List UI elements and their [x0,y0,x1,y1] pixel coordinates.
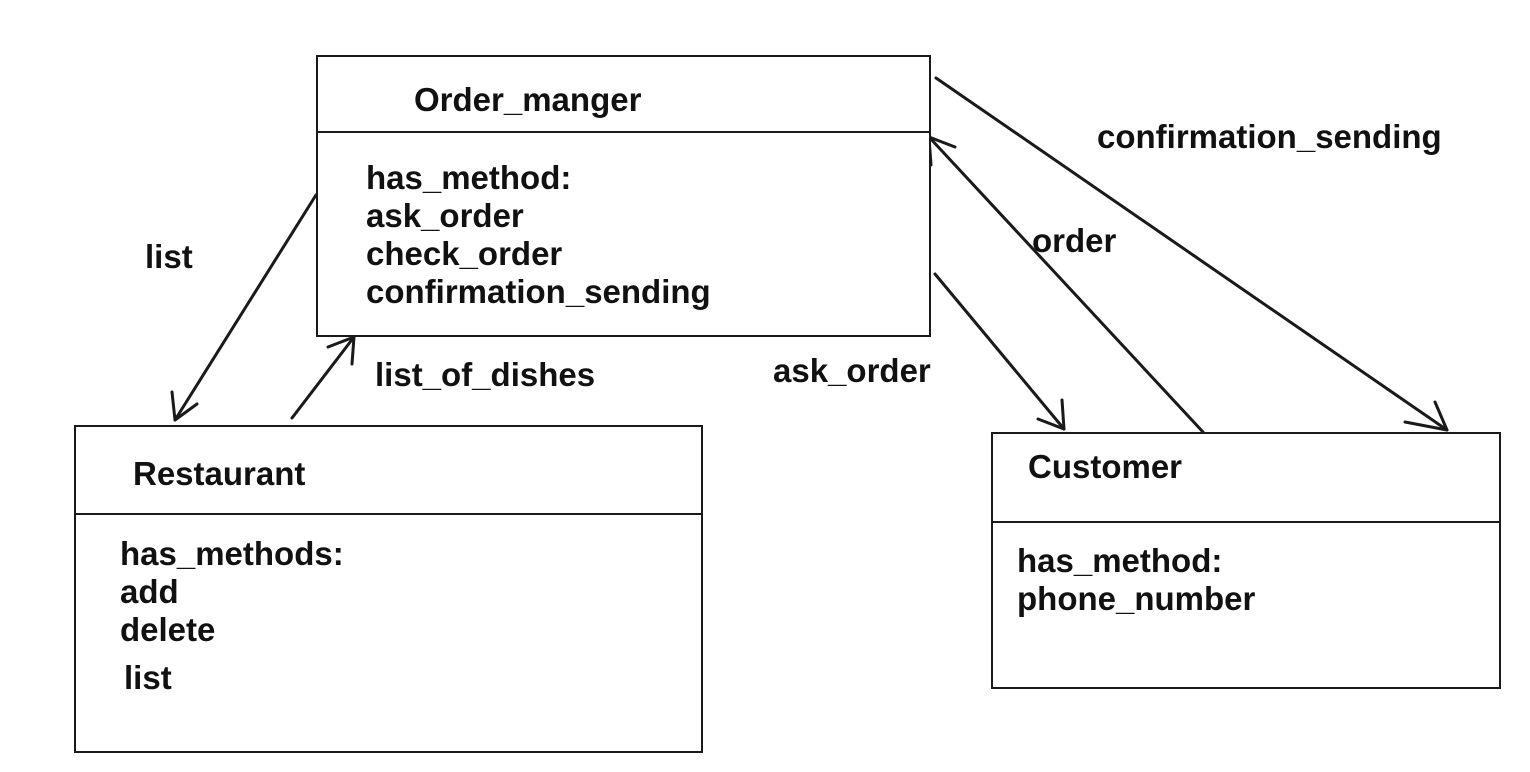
class-divider [76,513,701,515]
class-divider [318,131,929,133]
class-divider [993,521,1499,523]
arrow-list [170,193,318,422]
class-box-order-manager[interactable]: Order_manger has_method: ask_order check… [316,55,931,337]
method-item: delete [120,611,216,648]
edge-label-confirmation-sending: confirmation_sending [1097,118,1442,155]
arrow-confirmation-sending [934,76,1449,432]
arrow-list-of-dishes [290,335,356,420]
method-item: list [124,659,172,696]
edge-label-list: list [145,238,193,275]
method-item: has_method: [366,159,572,196]
edge-label-order: order [1032,222,1117,259]
class-box-restaurant[interactable]: Restaurant has_methods: add delete list [74,425,703,753]
arrow-order [927,135,1205,434]
class-box-customer[interactable]: Customer has_method: phone_number [991,432,1501,689]
method-item: has_methods: [120,535,344,572]
method-item: ask_order [366,197,524,234]
edge-label-list-of-dishes: list_of_dishes [375,356,596,393]
method-item: confirmation_sending [366,273,711,310]
class-name: Order_manger [414,81,642,118]
method-item: has_method: [1017,542,1223,579]
method-item: phone_number [1017,580,1256,617]
class-name: Restaurant [133,455,306,492]
edge-label-ask-order: ask_order [773,352,931,389]
method-item: add [120,573,179,610]
method-item: check_order [366,235,563,272]
arrow-ask-order [933,272,1066,431]
class-name: Customer [1028,448,1183,485]
